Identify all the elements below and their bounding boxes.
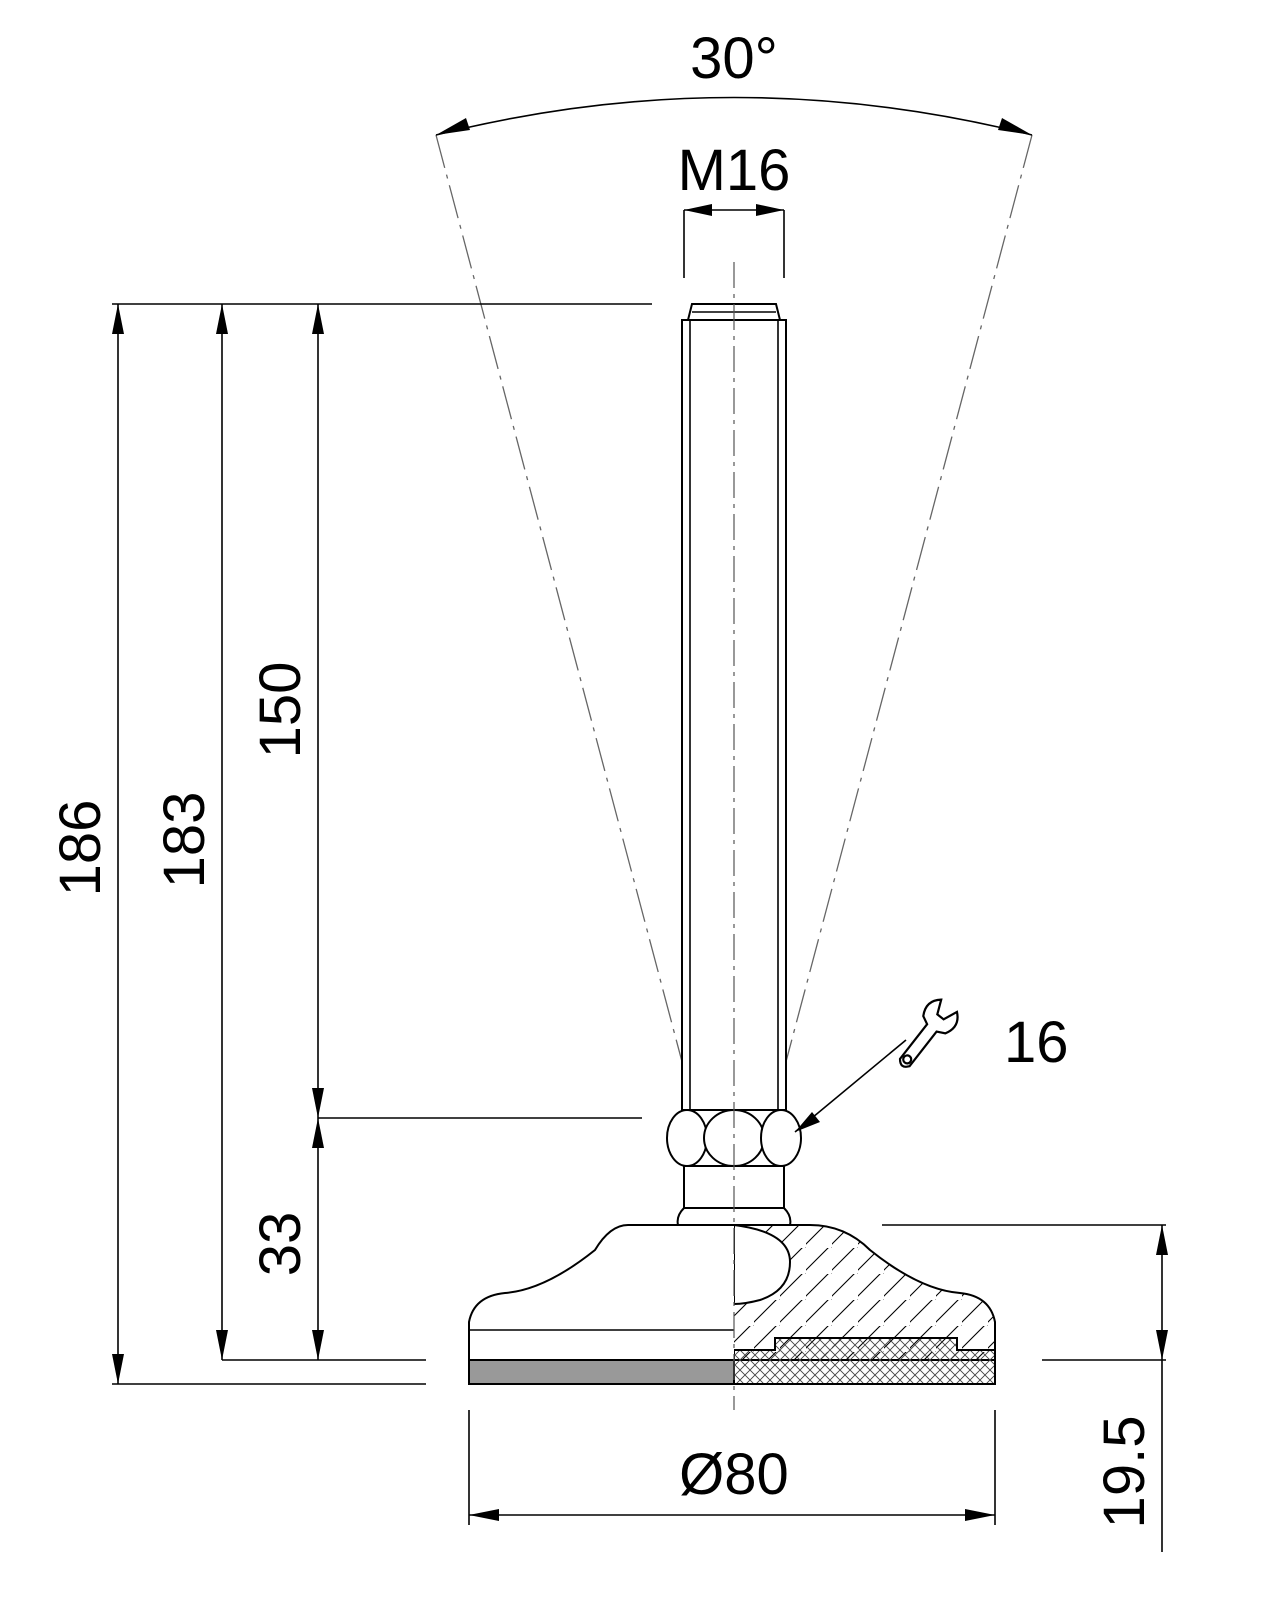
angle-label: 30° xyxy=(690,26,778,91)
base-pad-section xyxy=(734,1223,996,1385)
dimension-thread: M16 xyxy=(678,138,791,278)
extension-lines xyxy=(112,303,1166,1385)
dimension-183: 183 xyxy=(152,304,228,1360)
dim-183-label: 183 xyxy=(152,792,217,889)
thread-label: M16 xyxy=(678,138,791,203)
wrench-size-label: 16 xyxy=(1004,1010,1069,1075)
dimension-33: 33 xyxy=(248,1118,324,1360)
rubber-pad-outer xyxy=(468,1359,734,1385)
dimension-150: 150 xyxy=(248,304,324,1118)
dim-19-5-label: 19.5 xyxy=(1092,1416,1157,1529)
dim-33-label: 33 xyxy=(248,1212,313,1277)
diameter-label: Ø80 xyxy=(679,1442,789,1507)
rubber-pad-section xyxy=(734,1337,996,1385)
wrench-callout: 16 xyxy=(794,998,1069,1133)
dim-150-label: 150 xyxy=(248,662,313,759)
base-pad-left-view xyxy=(468,1224,734,1385)
dimension-186: 186 xyxy=(48,304,124,1384)
dimension-19-5: 19.5 xyxy=(1092,1225,1168,1552)
dim-186-label: 186 xyxy=(48,800,113,897)
dimension-angle: 30° xyxy=(435,26,1033,136)
wrench-icon xyxy=(898,998,959,1068)
dimension-diameter: Ø80 xyxy=(468,1410,996,1525)
